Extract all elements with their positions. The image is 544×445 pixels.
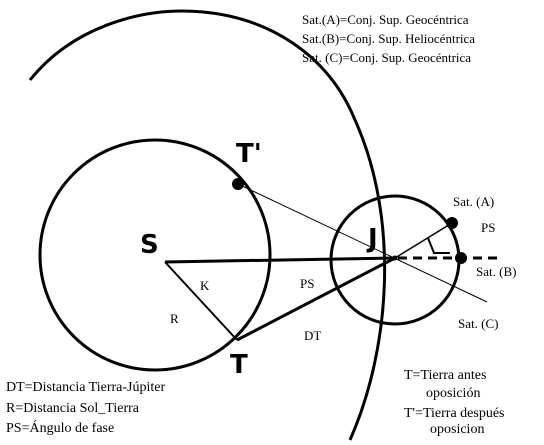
k-label: K <box>200 278 210 293</box>
legend-r: R=Distancia Sol_Tierra <box>6 401 140 416</box>
header-note-c: Sat. (C)=Conj. Sup. Geocéntrica <box>302 50 471 65</box>
dt-label: DT <box>304 328 321 343</box>
sun-label: S <box>140 230 159 260</box>
legend-t: T=Tierra antes <box>404 368 486 383</box>
sat-a-label: Sat. (A) <box>453 194 494 209</box>
sat-b-label: Sat. (B) <box>476 264 516 279</box>
line-sun-jupiter <box>164 256 396 264</box>
earth-after-label: T' <box>236 139 262 169</box>
earth-orbit <box>38 138 272 372</box>
satellite-a-point <box>446 217 458 229</box>
phase-angle-mark <box>427 237 450 254</box>
legend-ps: PS=Ángulo de fase <box>6 419 114 436</box>
ps-center-label: PS <box>300 276 314 291</box>
jupiter-point <box>392 255 398 261</box>
legend-tprime-cont: oposicion <box>430 422 484 437</box>
earth-after-point <box>232 178 244 190</box>
line-sun-earth <box>164 261 238 341</box>
header-note-b: Sat.(B)=Conj. Sup. Heliocéntrica <box>302 31 475 46</box>
jupiter-label: J <box>366 224 378 254</box>
sat-c-label: Sat. (C) <box>458 316 498 331</box>
line-earthafter-to-satc <box>237 183 488 303</box>
line-earth-jupiter <box>236 256 396 342</box>
line-jupiter-sata <box>394 222 453 259</box>
jupiter-orbit-arc <box>28 9 387 441</box>
header-note-a: Sat.(A)=Conj. Sup. Geocéntrica <box>302 12 469 27</box>
legend-dt: DT=Distancia Tierra-Júpiter <box>6 380 165 395</box>
ps-right-label: PS <box>481 220 495 235</box>
satellite-b-point <box>455 252 467 264</box>
r-label: R <box>170 311 179 326</box>
legend-t-cont: oposición <box>426 386 480 401</box>
legend-tprime: T'=Tierra después <box>404 406 505 421</box>
earth-before-label: T <box>230 350 248 380</box>
